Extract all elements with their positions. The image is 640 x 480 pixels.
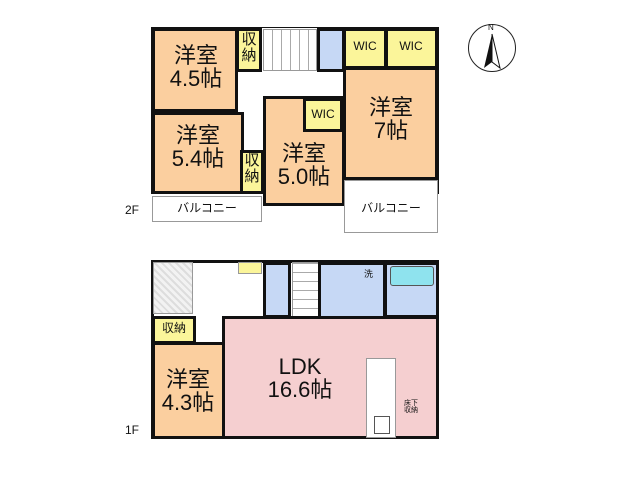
balcony-2f-a <box>152 196 262 222</box>
storage-label: 収納 <box>241 31 257 64</box>
north-arrow-icon <box>484 33 501 70</box>
bathtub-icon <box>390 266 434 286</box>
storage-label: 収納 <box>161 321 186 335</box>
stove-icon <box>374 416 390 434</box>
wic-label: WIC <box>399 39 423 53</box>
stairs-1f <box>292 262 319 318</box>
entrance <box>153 262 193 314</box>
floor-label-2f: 2F <box>125 203 140 217</box>
room-western-7 <box>343 67 438 180</box>
wic-label: WIC <box>311 107 335 121</box>
toilet-1f <box>263 262 291 318</box>
compass <box>468 24 516 72</box>
storage-2f-a <box>236 28 262 72</box>
compass-label: N <box>488 23 494 32</box>
shelf-1f <box>238 262 262 274</box>
balcony-label: バルコニー <box>361 201 421 215</box>
stairs-2f <box>263 29 317 71</box>
balcony-2f-b <box>344 180 438 233</box>
floor-label-1f: 1F <box>125 423 140 437</box>
storage-label: 収納 <box>244 152 260 185</box>
room-western-4-5 <box>152 28 238 112</box>
ldk <box>222 316 439 439</box>
washer-label: 洗 <box>364 269 374 279</box>
room-western-4-3 <box>152 342 225 439</box>
storage-2f-b <box>240 150 264 194</box>
kitchen-counter <box>366 358 396 438</box>
balcony-label: バルコニー <box>177 201 237 215</box>
wic-2f-c <box>303 98 343 132</box>
wic-label: WIC <box>353 39 377 53</box>
underfloor-storage-label: 床下 収納 <box>404 400 418 415</box>
toilet-2f <box>317 28 345 72</box>
